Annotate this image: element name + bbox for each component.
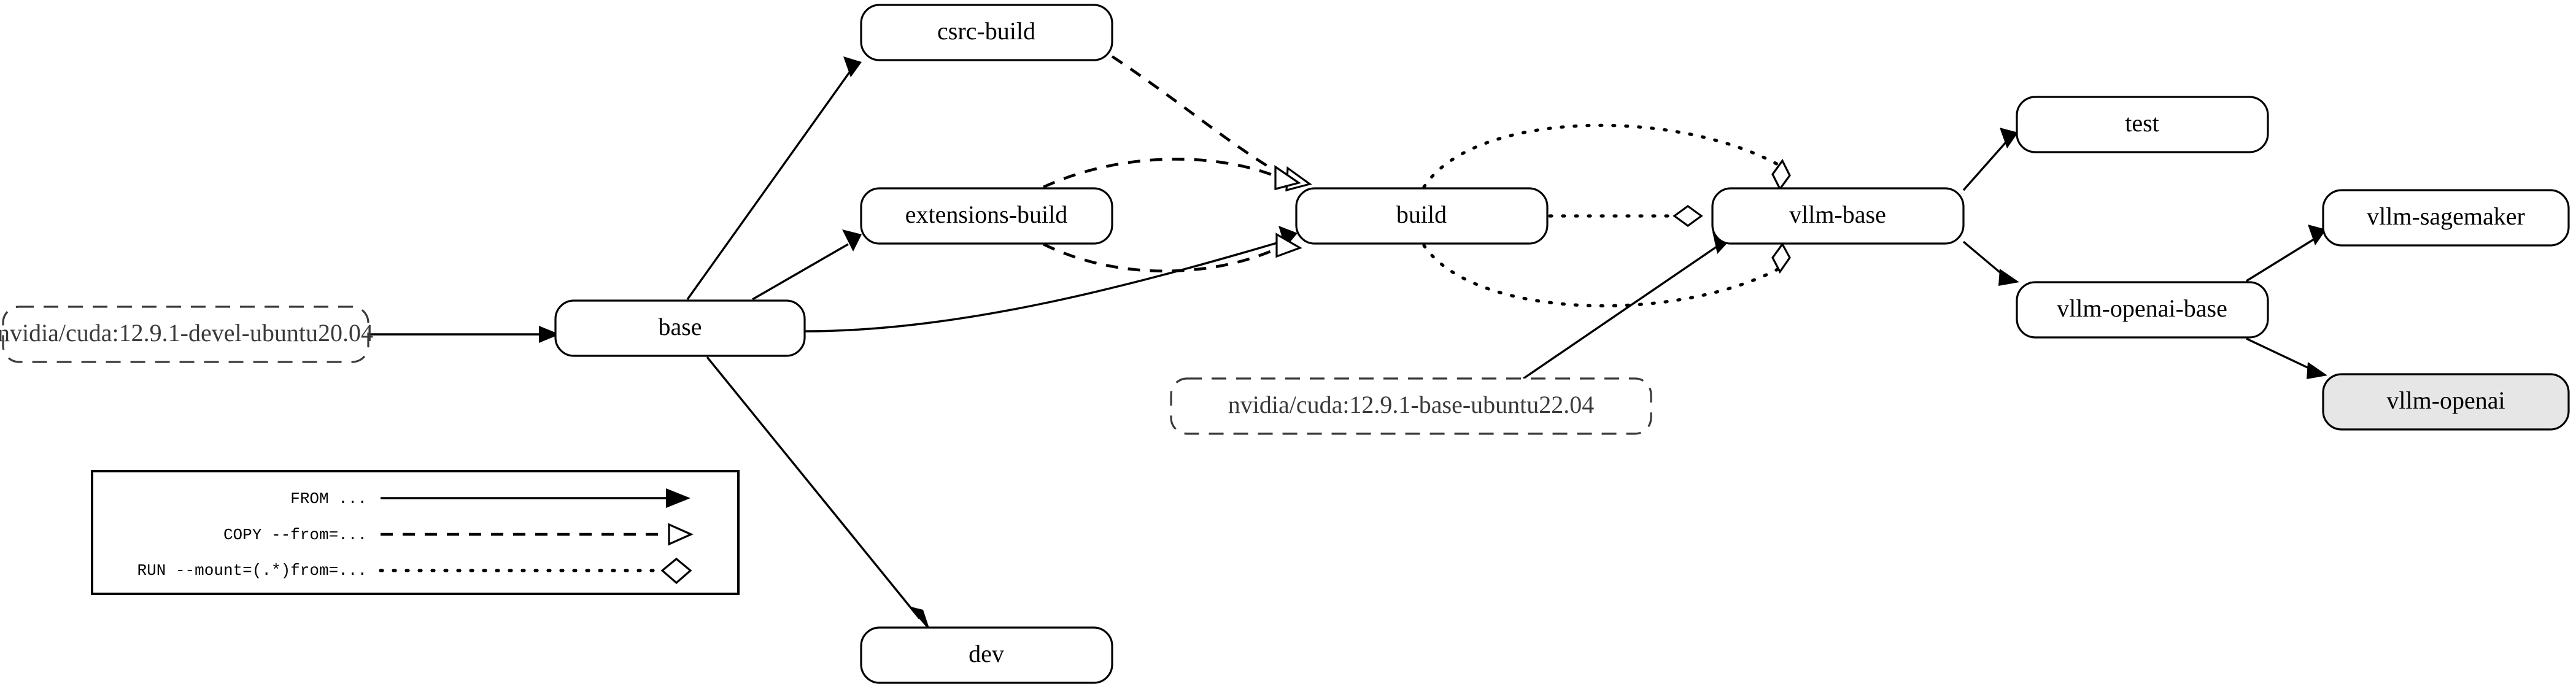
node-cuda-base-label: nvidia/cuda:12.9.1-base-ubuntu22.04 <box>1228 391 1595 418</box>
node-base-label: base <box>658 313 702 340</box>
legend-box <box>91 470 740 595</box>
node-dev-shape[interactable] <box>860 626 1113 684</box>
edge-extensions-build-to-build-upper <box>1043 158 1301 191</box>
node-test[interactable]: test <box>2016 96 2269 153</box>
node-cuda-base[interactable]: nvidia/cuda:12.9.1-base-ubuntu22.04 <box>1170 377 1652 435</box>
edge-base-to-csrc-build <box>686 56 862 300</box>
node-cuda-base-shape[interactable] <box>1170 377 1652 435</box>
node-vllm-openai-shape[interactable] <box>2322 373 2570 431</box>
edge-build-to-vllm-base-straight <box>1548 205 1703 227</box>
node-vllm-openai-base-shape[interactable] <box>2016 281 2269 339</box>
node-csrc-build-label: csrc-build <box>937 17 1035 45</box>
node-test-label: test <box>2125 109 2159 137</box>
node-base-shape[interactable] <box>554 299 806 357</box>
node-extensions-build-shape[interactable] <box>860 187 1113 245</box>
node-build-label: build <box>1396 201 1447 228</box>
legend: FROM ... COPY --from=... RUN --mount=(.*… <box>91 470 740 595</box>
edge-extensions-build-to-build-lower <box>1042 233 1302 273</box>
legend-label-copy: COPY --from=... <box>223 526 367 544</box>
legend-label-run: RUN --mount=(.*)from=... <box>137 561 367 580</box>
node-dev[interactable]: dev <box>860 626 1113 684</box>
edge-base-to-extensions-build <box>752 229 862 301</box>
edge-build-to-vllm-base-upper <box>1422 123 1791 191</box>
edges-layer <box>369 55 2327 632</box>
node-cuda-devel-label: nvidia/cuda:12.9.1-devel-ubuntu20.04 <box>0 319 373 347</box>
node-vllm-openai-base-label: vllm-openai-base <box>2057 294 2227 322</box>
node-vllm-base-label: vllm-base <box>1789 201 1886 228</box>
nodes-layer: nvidia/cuda:12.9.1-devel-ubuntu20.04 nvi… <box>0 4 2570 684</box>
node-extensions-build-label: extensions-build <box>905 201 1067 228</box>
node-vllm-base[interactable]: vllm-base <box>1711 187 1965 245</box>
edge-build-to-vllm-base-lower <box>1422 242 1791 308</box>
node-test-shape[interactable] <box>2016 96 2269 153</box>
node-build[interactable]: build <box>1295 187 1549 245</box>
node-vllm-sagemaker-shape[interactable] <box>2322 189 2570 247</box>
legend-head-open-diamond-icon <box>660 557 692 585</box>
edge-base-to-build <box>804 226 1298 333</box>
edge-base-to-dev <box>706 356 930 632</box>
node-vllm-openai-label: vllm-openai <box>2386 386 2505 414</box>
edge-cuda-devel-to-base <box>369 326 560 343</box>
node-vllm-sagemaker-label: vllm-sagemaker <box>2367 202 2525 230</box>
node-vllm-sagemaker[interactable]: vllm-sagemaker <box>2322 189 2570 247</box>
legend-row-copy: COPY --from=... <box>223 523 694 546</box>
edge-vllm-openai-base-to-vllm-sagemaker <box>2246 225 2326 282</box>
node-cuda-devel[interactable]: nvidia/cuda:12.9.1-devel-ubuntu20.04 <box>0 306 373 363</box>
node-cuda-devel-shape[interactable] <box>2 306 369 363</box>
legend-row-from: FROM ... <box>290 488 690 508</box>
node-extensions-build[interactable]: extensions-build <box>860 187 1113 245</box>
legend-label-from: FROM ... <box>290 490 367 508</box>
legend-head-open-triangle-icon <box>668 523 694 546</box>
legend-row-run: RUN --mount=(.*)from=... <box>137 557 692 585</box>
edge-vllm-openai-base-to-vllm-openai <box>2246 337 2327 379</box>
node-vllm-openai[interactable]: vllm-openai <box>2322 373 2570 431</box>
node-vllm-base-shape[interactable] <box>1711 187 1965 245</box>
node-csrc-build-shape[interactable] <box>860 4 1113 61</box>
edge-vllm-base-to-vllm-openai-base <box>1962 240 2019 286</box>
node-build-shape[interactable] <box>1295 187 1549 245</box>
node-vllm-openai-base[interactable]: vllm-openai-base <box>2016 281 2269 339</box>
node-dev-label: dev <box>969 640 1004 667</box>
legend-head-solid-arrow-icon <box>666 488 690 508</box>
edge-vllm-base-to-test <box>1962 128 2018 191</box>
node-base[interactable]: base <box>554 299 806 357</box>
node-csrc-build[interactable]: csrc-build <box>860 4 1113 61</box>
